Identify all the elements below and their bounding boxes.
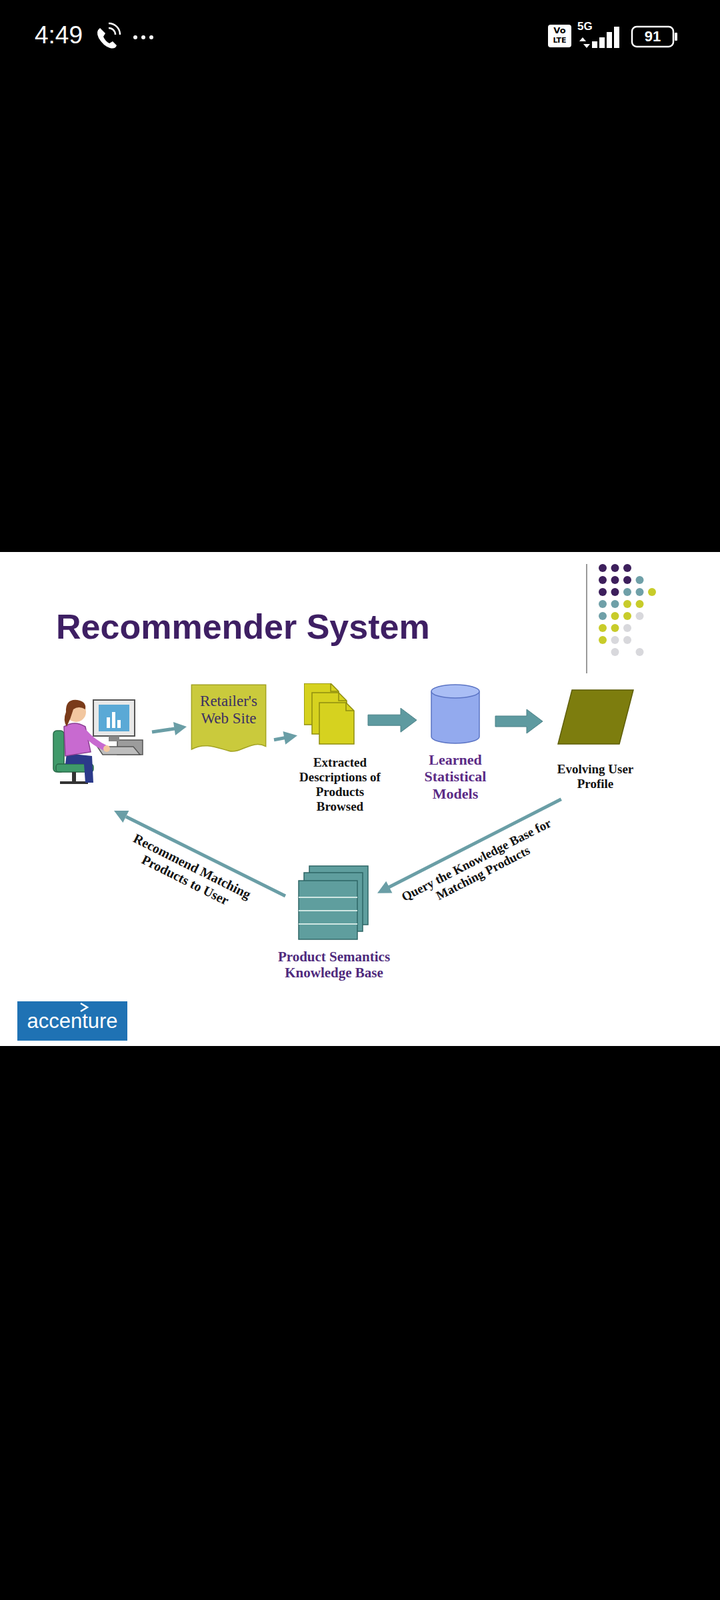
user-at-computer	[53, 700, 143, 783]
profile-node: Evolving User Profile	[554, 689, 636, 792]
node-icon	[430, 683, 481, 745]
node-icon	[304, 683, 355, 745]
node-text: Retailer's Web Site	[194, 692, 264, 728]
dot-grid	[598, 564, 656, 656]
edge-connector	[495, 709, 543, 734]
volte-badge	[548, 24, 572, 48]
edge-connector	[274, 731, 298, 745]
battery-level: 91	[632, 26, 674, 47]
network-type: 5G	[577, 20, 593, 34]
node-text: Learned Statistical Models	[412, 751, 499, 802]
node-icon	[557, 689, 634, 745]
node-icon	[298, 865, 370, 941]
flow-arrow	[152, 722, 187, 736]
status-time: 4:49	[34, 21, 83, 50]
knowledge-base-node: Product Semantics Knowledge Base	[264, 865, 404, 981]
edge-connector	[368, 708, 417, 732]
edge-label: Query the Knowledge Base for Matching Pr…	[388, 810, 571, 923]
pages-icon	[304, 683, 355, 745]
block-arrow	[495, 709, 543, 734]
arrow-head	[283, 731, 298, 745]
model-node: Learned Statistical Models	[412, 683, 499, 802]
profile-parallelogram	[557, 689, 634, 745]
block-arrow	[368, 708, 417, 732]
node-text: Product Semantics Knowledge Base	[264, 948, 404, 981]
status-bar-icons	[0, 0, 720, 74]
more-dots	[133, 35, 154, 40]
connector-line	[274, 738, 286, 740]
pages-node: Extracted Descriptions of Products Brows…	[293, 683, 387, 814]
database-cylinder	[430, 683, 481, 745]
volte-text: Vo	[548, 25, 572, 36]
document-node: Retailer's Web Site	[190, 683, 268, 757]
logo-badge	[17, 1001, 128, 1041]
node-text: Extracted Descriptions of Products Brows…	[293, 755, 387, 814]
volte-text: LTE	[548, 36, 572, 46]
battery-icon	[632, 26, 678, 47]
slide-title: Recommender System	[56, 606, 430, 647]
slide: Recommender SystemRetailer's Web SiteExt…	[0, 552, 720, 1046]
call-icon	[97, 23, 120, 49]
arrow-head	[377, 881, 392, 894]
knowledge-base-stack	[298, 865, 370, 941]
divider-line	[586, 564, 588, 674]
node-text: Evolving User Profile	[554, 762, 636, 792]
logo-text: accenture	[17, 1008, 128, 1035]
